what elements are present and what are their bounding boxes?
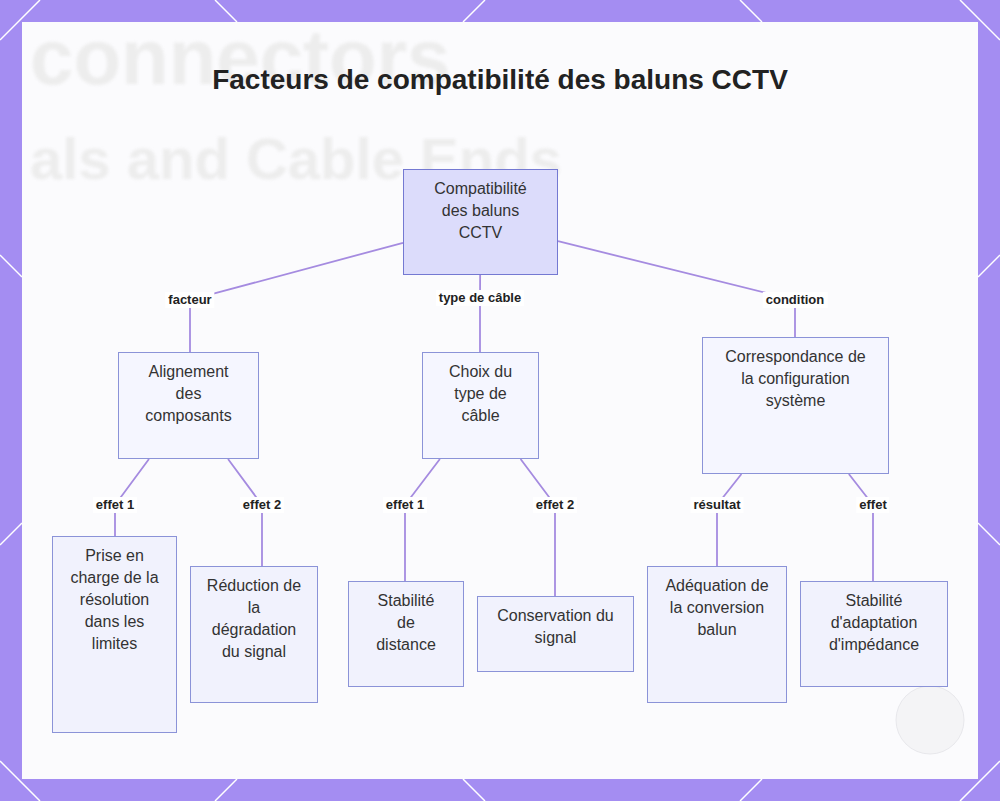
edge-label: effet 1 <box>93 497 137 513</box>
box-text: Choix du type de câble <box>439 361 522 427</box>
edge-label: type de câble <box>436 290 524 306</box>
concept-box: Stabilité d'adaptation d'impédance <box>800 581 948 687</box>
concept-box: Compatibilité des baluns CCTV <box>403 169 558 275</box>
canvas-area <box>22 22 978 779</box>
concept-box: Réduction de la dégradation du signal <box>190 566 318 703</box>
connector-line <box>717 474 741 566</box>
box-text: Correspondance de la configuration systè… <box>719 346 872 412</box>
connector-line <box>190 243 403 352</box>
concept-box: Choix du type de câble <box>422 352 539 459</box>
box-text: Adéquation de la conversion balun <box>662 575 772 641</box>
box-text: Conservation du signal <box>490 605 621 649</box>
connector-line <box>479 275 481 352</box>
concept-box: Alignement des composants <box>118 352 259 459</box>
connector-line <box>405 459 440 581</box>
edge-label: effet 1 <box>383 497 427 513</box>
connector-line <box>849 474 873 581</box>
concept-box: Conservation du signal <box>477 596 634 672</box>
concept-box: Correspondance de la configuration systè… <box>702 337 889 474</box>
connector-line <box>558 241 795 337</box>
concept-box: Prise en charge de la résolution dans le… <box>52 536 177 733</box>
faint-logo <box>896 686 964 754</box>
box-text: Stabilité de distance <box>369 590 443 656</box>
edge-label: effet <box>856 497 889 513</box>
box-text: Compatibilité des baluns CCTV <box>424 178 537 244</box>
box-text: Prise en charge de la résolution dans le… <box>67 545 162 655</box>
connector-line <box>521 459 555 596</box>
box-text: Réduction de la dégradation du signal <box>205 575 303 663</box>
edge-label: effet 2 <box>533 497 577 513</box>
edge-label: résultat <box>691 497 744 513</box>
diagram-title: Facteurs de compatibilité des baluns CCT… <box>150 62 850 98</box>
concept-box: Adéquation de la conversion balun <box>647 566 787 703</box>
edge-label: effet 2 <box>240 497 284 513</box>
edge-label: facteur <box>165 292 214 308</box>
box-text: Alignement des composants <box>139 361 238 427</box>
concept-box: Stabilité de distance <box>348 581 464 687</box>
edge-label: condition <box>763 292 828 308</box>
box-text: Stabilité d'adaptation d'impédance <box>809 590 939 656</box>
